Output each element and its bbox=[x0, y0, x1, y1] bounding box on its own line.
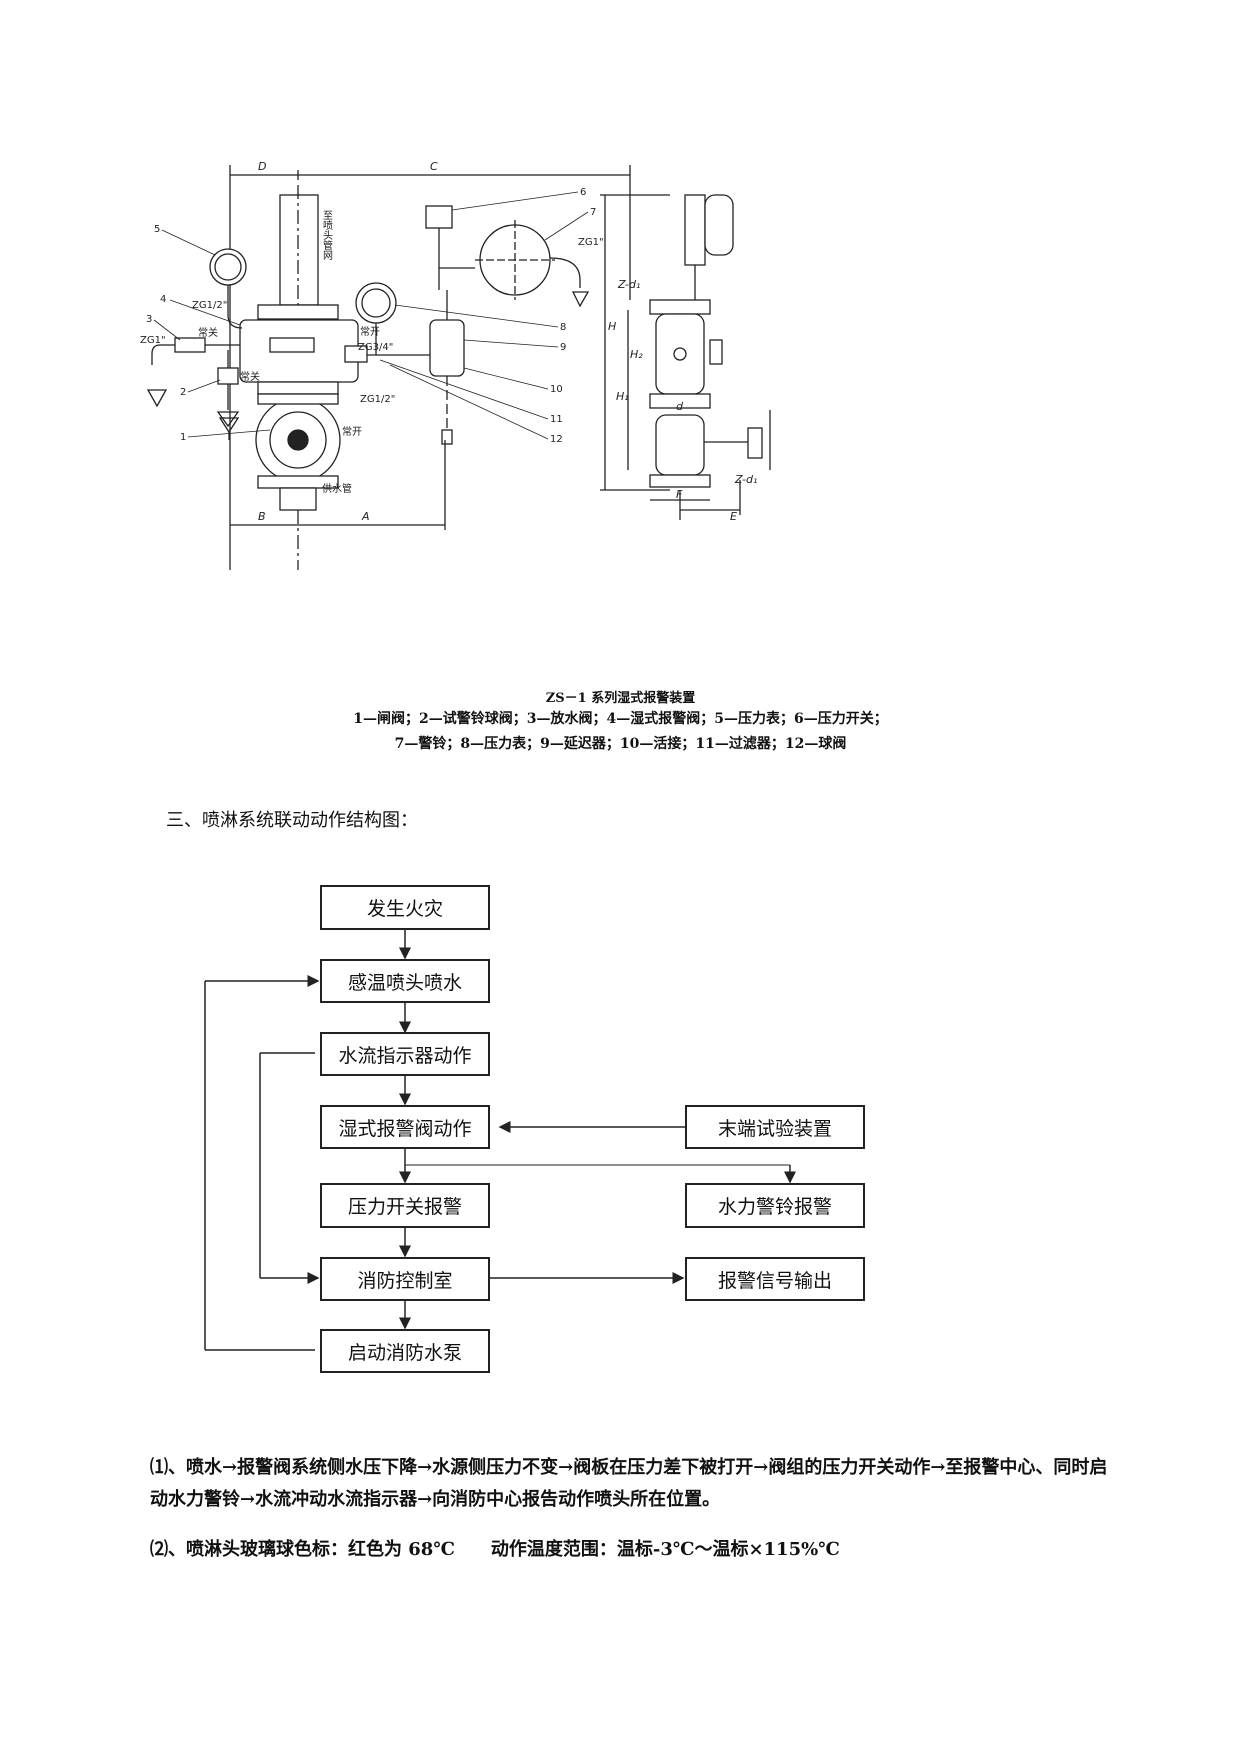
label-zg1-right: ZG1" bbox=[578, 237, 604, 248]
callout-4: 4 bbox=[160, 294, 166, 305]
step-alarm-valve-label: 湿式报警阀动作 bbox=[338, 1117, 472, 1140]
paragraph-2-color-code: ⑵、喷淋头玻璃球色标：红色为 68℃ bbox=[150, 1539, 455, 1560]
dim-d-small: d bbox=[676, 400, 684, 413]
dim-f: F bbox=[676, 488, 683, 501]
dim-zd1-bottom: Z-d₁ bbox=[734, 473, 757, 486]
dim-h1: H₁ bbox=[616, 390, 629, 403]
step-alarm-valve: 湿式报警阀动作 bbox=[320, 1105, 490, 1149]
dim-d: D bbox=[258, 160, 266, 173]
callout-7: 7 bbox=[590, 207, 596, 218]
step-fire: 发生火灾 bbox=[320, 885, 490, 930]
step-flow-indicator: 水流指示器动作 bbox=[320, 1032, 490, 1076]
step-control-room-label: 消防控制室 bbox=[357, 1269, 453, 1292]
callout-2: 2 bbox=[180, 387, 186, 398]
dim-h2: H₂ bbox=[630, 348, 643, 361]
step-pressure-switch: 压力开关报警 bbox=[320, 1183, 490, 1228]
callout-11: 11 bbox=[550, 414, 563, 425]
step-flow-indicator-label: 水流指示器动作 bbox=[338, 1044, 472, 1067]
step-sprinkler: 感温喷头喷水 bbox=[320, 959, 490, 1003]
step-water-bell: 水力警铃报警 bbox=[685, 1183, 865, 1228]
step-pressure-switch-label: 压力开关报警 bbox=[347, 1196, 462, 1218]
paragraph-1: ⑴、喷水→报警阀系统侧水压下降→水源侧压力不变→阀板在压力差下被打开→阀组的压力… bbox=[150, 1457, 1108, 1510]
callout-10: 10 bbox=[550, 384, 563, 395]
dim-c: C bbox=[430, 160, 438, 173]
callout-12: 12 bbox=[550, 434, 563, 445]
dim-b: B bbox=[258, 510, 266, 523]
flowchart: 发生火灾 感温喷头喷水 水流指示器动作 湿式报警阀动作 末端试验装置 压力开关报… bbox=[195, 885, 885, 1405]
step-control-room: 消防控制室 bbox=[320, 1257, 490, 1301]
step-alarm-output: 报警信号输出 bbox=[685, 1257, 865, 1301]
label-normally-open-2: 常开 bbox=[342, 425, 362, 438]
dim-h: H bbox=[608, 320, 616, 333]
label-normally-closed-2: 常关 bbox=[240, 370, 260, 383]
label-supply-pipe: 供水管 bbox=[322, 482, 352, 495]
dim-a: A bbox=[361, 510, 370, 523]
step-sprinkler-label: 感温喷头喷水 bbox=[347, 971, 462, 994]
figure-caption-legend-line1: 1—闸阀；2—试警铃球阀；3—放水阀；4—湿式报警阀；5—压力表；6—压力开关； bbox=[353, 711, 888, 727]
label-normally-open-1: 常开 bbox=[360, 325, 380, 338]
callout-5: 5 bbox=[154, 224, 160, 235]
figure-caption-legend-line2: 7—警铃；8—压力表；9—延迟器；10—活接；11—过滤器；12—球阀 bbox=[394, 736, 847, 752]
paragraph-2: ⑵、喷淋头玻璃球色标：红色为 68℃ 动作温度范围：温标-3℃～温标×115%℃ bbox=[150, 1534, 1110, 1566]
flowchart-connectors bbox=[204, 930, 796, 1351]
step-end-test-label: 末端试验装置 bbox=[717, 1117, 832, 1140]
callout-8: 8 bbox=[560, 322, 566, 333]
callout-6: 6 bbox=[580, 187, 586, 198]
callout-9: 9 bbox=[560, 342, 566, 353]
step-alarm-output-label: 报警信号输出 bbox=[717, 1269, 832, 1292]
label-zg12-top: ZG1/2" bbox=[192, 300, 227, 311]
step-end-test: 末端试验装置 bbox=[685, 1105, 865, 1149]
step-pump: 启动消防水泵 bbox=[320, 1329, 490, 1373]
figure-caption-title: ZS－1 系列湿式报警装置 bbox=[545, 691, 696, 706]
step-pump-label: 启动消防水泵 bbox=[347, 1341, 462, 1364]
callout-3: 3 bbox=[146, 314, 152, 325]
step-fire-label: 发生火灾 bbox=[366, 898, 443, 920]
label-to-sprinkler: 至喷头管网 bbox=[321, 210, 333, 261]
section-heading: 三、喷淋系统联动动作结构图： bbox=[166, 810, 418, 831]
label-normally-closed-1: 常关 bbox=[198, 326, 218, 339]
label-zg1-left: ZG1" bbox=[140, 335, 166, 346]
alarm-valve-drawing: D C B A E F H H₁ H₂ d Z-d₁ Z-d₁ 1 2 3 4 … bbox=[140, 160, 771, 570]
step-water-bell-label: 水力警铃报警 bbox=[717, 1196, 832, 1218]
dim-e: E bbox=[730, 510, 737, 523]
paragraph-2-temp-range: 动作温度范围：温标-3℃～温标×115%℃ bbox=[490, 1539, 840, 1560]
dim-zd1-top: Z-d₁ bbox=[617, 278, 640, 291]
label-zg34: ZG3/4" bbox=[358, 342, 393, 353]
callout-1: 1 bbox=[180, 432, 186, 443]
label-zg12-bottom: ZG1/2" bbox=[360, 394, 395, 405]
